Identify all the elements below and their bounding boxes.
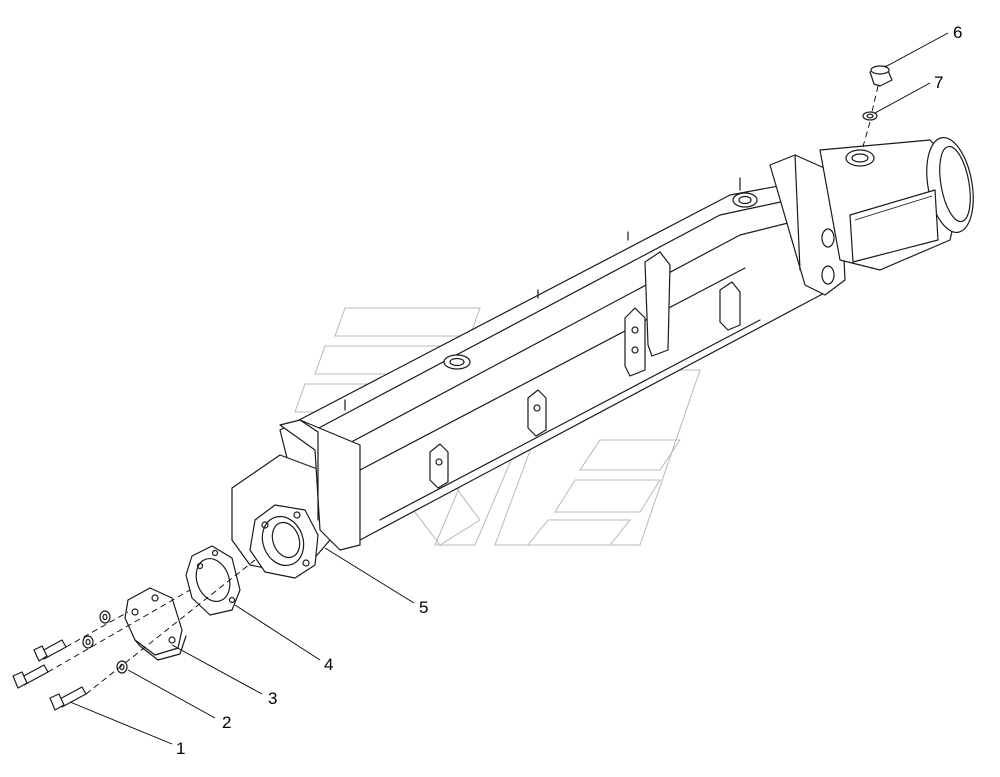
- callout-4: 4: [324, 655, 333, 674]
- plug: [869, 65, 893, 87]
- callout-labels: 1 2 3 4 5 6 7: [176, 23, 962, 758]
- gasket: [185, 545, 241, 616]
- washers: [82, 610, 128, 674]
- callout-6: 6: [953, 23, 962, 42]
- cover-plate: [124, 587, 187, 661]
- callout-2: 2: [222, 713, 231, 732]
- manifold-body: [231, 136, 974, 579]
- callout-1: 1: [176, 739, 185, 758]
- callout-7: 7: [934, 73, 943, 92]
- leader-lines: [69, 32, 949, 745]
- callout-3: 3: [268, 689, 277, 708]
- seal-ring: [862, 111, 878, 121]
- assembly-lines: [47, 85, 879, 695]
- bolts: [12, 639, 87, 711]
- callout-5: 5: [419, 598, 428, 617]
